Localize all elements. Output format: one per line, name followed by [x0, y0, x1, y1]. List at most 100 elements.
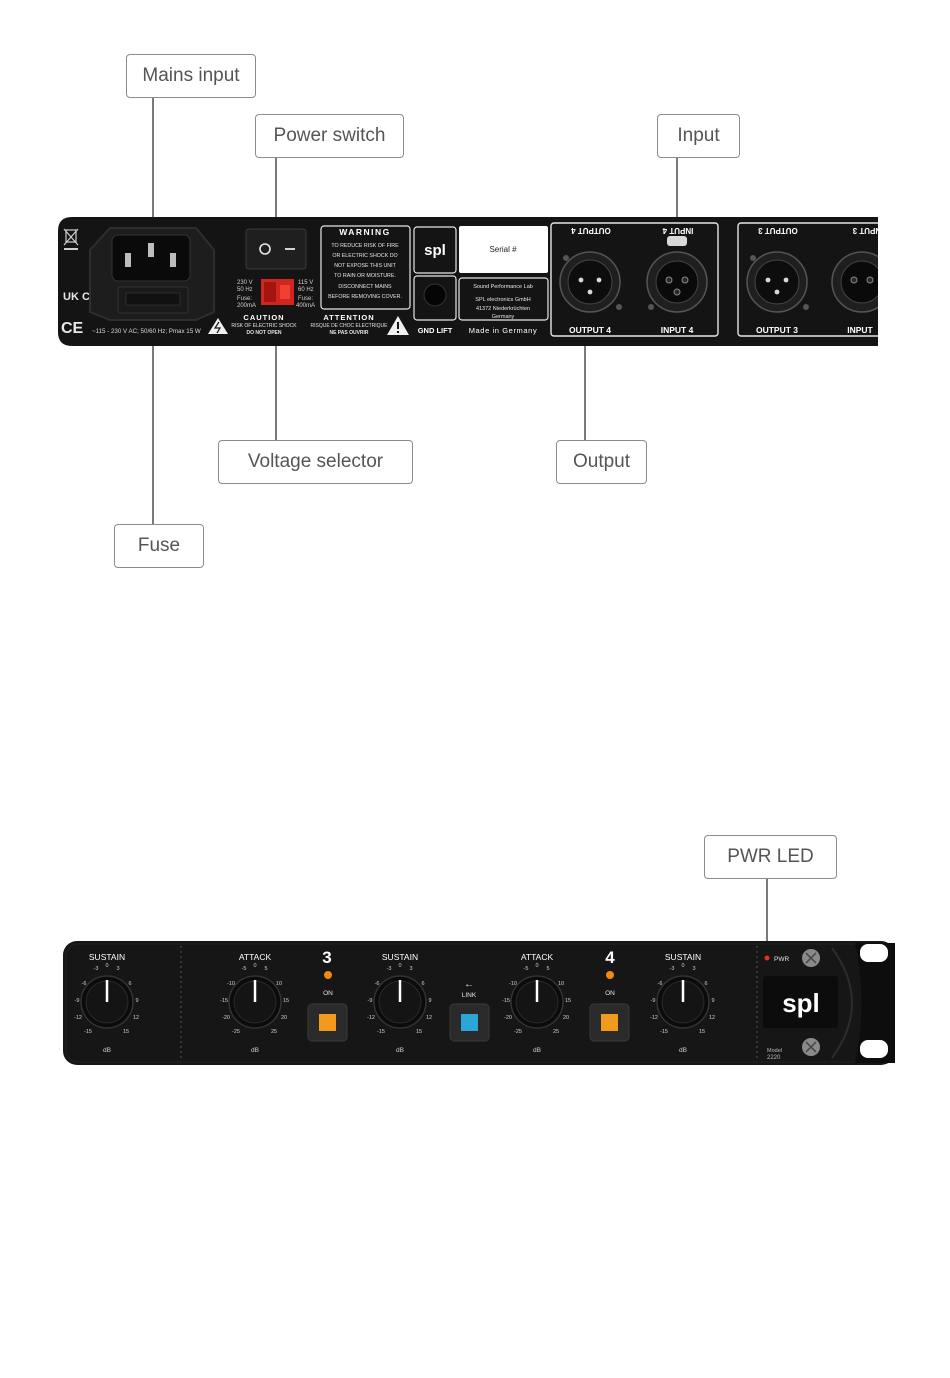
knob-sustain-2[interactable]: [373, 975, 427, 1029]
made-in-germany: Made in Germany: [469, 326, 538, 335]
svg-text:6: 6: [421, 981, 424, 987]
svg-text:-12: -12: [650, 1015, 658, 1021]
voltage-selector-callout: Voltage selector: [218, 440, 413, 484]
svg-text:Sound Performance Lab: Sound Performance Lab: [473, 284, 533, 290]
xlr-input-4[interactable]: [646, 236, 708, 313]
screw-bottom-icon: [802, 1038, 820, 1056]
svg-text:0: 0: [105, 963, 108, 969]
svg-text:-6: -6: [375, 981, 380, 987]
fuse-callout: Fuse: [114, 524, 204, 568]
svg-text:0: 0: [535, 963, 538, 969]
svg-text:-5: -5: [242, 966, 247, 972]
input-callout: Input: [657, 114, 740, 158]
gnd-lift-label: GND LIFT: [418, 326, 453, 335]
svg-text:3: 3: [409, 966, 412, 972]
power-switch[interactable]: [245, 228, 307, 270]
knob-scale-2: -5 0 5 -10 10 -15 15 -20 20 -25 25: [220, 963, 289, 1035]
knob-unit-2: dB: [251, 1047, 259, 1054]
rear-panel: UK CA CE 230 V 50 Hz Fuse: 200mA 115 V 6…: [58, 215, 950, 350]
channel-4-led: [606, 971, 614, 979]
output-callout: Output: [556, 440, 647, 484]
knob-attack-1[interactable]: [228, 975, 282, 1029]
svg-text:6: 6: [704, 981, 707, 987]
voltage-selector-leader: [275, 298, 277, 440]
svg-text:-3: -3: [94, 966, 99, 972]
knob-sustain-1[interactable]: [80, 975, 134, 1029]
svg-text:-15: -15: [660, 1029, 668, 1035]
svg-text:3: 3: [692, 966, 695, 972]
svg-text:10: 10: [558, 981, 564, 987]
gnd-lift-switch[interactable]: [413, 275, 457, 321]
xlr-output-4[interactable]: [559, 251, 622, 313]
knob-unit-1: dB: [103, 1047, 111, 1054]
fuse-200: 200mA: [237, 303, 256, 309]
svg-text:-20: -20: [222, 1015, 230, 1021]
channel-3-on-label: ON: [323, 990, 333, 997]
svg-text:-10: -10: [509, 981, 517, 987]
svg-text:9: 9: [711, 998, 714, 1004]
attention-line2: NE PAS OUVRIR: [329, 330, 368, 336]
channel-4-on-button[interactable]: [589, 1003, 630, 1042]
channel-4-number: 4: [605, 948, 615, 967]
spl-logo-front: spl: [782, 988, 820, 1018]
input-leader: [676, 158, 678, 230]
svg-text:-3: -3: [670, 966, 675, 972]
xlr-input-3[interactable]: [831, 251, 893, 313]
attention-title: ATTENTION: [323, 313, 374, 322]
svg-text:12: 12: [709, 1015, 715, 1021]
svg-text:SPL electronics GmbH: SPL electronics GmbH: [475, 297, 530, 303]
svg-text:spl: spl: [424, 242, 446, 259]
knob-label-4: ATTACK: [521, 952, 554, 962]
power-switch-callout: Power switch: [255, 114, 404, 158]
svg-text:15: 15: [699, 1029, 705, 1035]
xlr-output-3[interactable]: [746, 251, 809, 313]
fuse-drawer[interactable]: [117, 286, 189, 314]
svg-text:TO RAIN OR MOISTURE.: TO RAIN OR MOISTURE.: [334, 273, 396, 279]
svg-text:-12: -12: [74, 1015, 82, 1021]
voltage-115: 115 V: [298, 280, 313, 286]
voltage-230: 230 V: [237, 280, 253, 286]
svg-text:WARNING: WARNING: [339, 227, 391, 237]
output3-bottom-label: OUTPUT 3: [756, 325, 798, 335]
pwr-led-callout: PWR LED: [704, 835, 837, 879]
company-box: Sound Performance Lab SPL electronics Gm…: [458, 277, 549, 321]
mains-input-callout: Mains input: [126, 54, 256, 98]
knob-sustain-3[interactable]: [656, 975, 710, 1029]
mains-input-leader: [152, 98, 154, 230]
svg-text:TO REDUCE RISK OF FIRE: TO REDUCE RISK OF FIRE: [331, 243, 399, 249]
rack-slot-bottom: [860, 1040, 888, 1058]
knob-unit-4: dB: [533, 1047, 541, 1054]
svg-text:12: 12: [133, 1015, 139, 1021]
input3-bottom-label: INPUT: [847, 325, 873, 335]
svg-text:9: 9: [135, 998, 138, 1004]
svg-text:15: 15: [565, 998, 571, 1004]
power-rating: ~115 - 230 V AC; 50/60 Hz; Pmax 15 W: [92, 328, 201, 335]
rack-slot-top: [860, 944, 888, 962]
knob-label-2: ATTACK: [239, 952, 272, 962]
serial-label: Serial #: [489, 245, 517, 254]
svg-text:NOT EXPOSE THIS UNIT: NOT EXPOSE THIS UNIT: [334, 263, 396, 269]
warning-box: WARNING TO REDUCE RISK OF FIRE OR ELECTR…: [320, 225, 411, 310]
svg-text:-12: -12: [367, 1015, 375, 1021]
svg-text:BEFORE REMOVING COVER.: BEFORE REMOVING COVER.: [328, 294, 402, 300]
knob-label-3: SUSTAIN: [382, 952, 418, 962]
channel-3-on-button[interactable]: [307, 1003, 348, 1042]
svg-text:-15: -15: [377, 1029, 385, 1035]
knob-unit-3: dB: [396, 1047, 404, 1054]
output4-top-label: OUTPUT 4: [571, 226, 611, 235]
svg-text:-15: -15: [84, 1029, 92, 1035]
svg-text:10: 10: [276, 981, 282, 987]
spl-logo-rear: spl: [413, 226, 457, 274]
knob-attack-2[interactable]: [510, 975, 564, 1029]
svg-text:-9: -9: [368, 998, 373, 1004]
svg-text:-9: -9: [651, 998, 656, 1004]
shock-warning-icon: [208, 318, 228, 334]
output-leader: [584, 332, 586, 440]
svg-text:OR ELECTRIC SHOCK DO: OR ELECTRIC SHOCK DO: [332, 253, 397, 259]
svg-text:-15: -15: [220, 998, 228, 1004]
output4-bottom-label: OUTPUT 4: [569, 325, 611, 335]
voltage-selector-switch[interactable]: [261, 279, 294, 305]
fuse-400: 400mA: [296, 303, 315, 309]
link-button[interactable]: [449, 1003, 490, 1042]
svg-text:-5: -5: [524, 966, 529, 972]
